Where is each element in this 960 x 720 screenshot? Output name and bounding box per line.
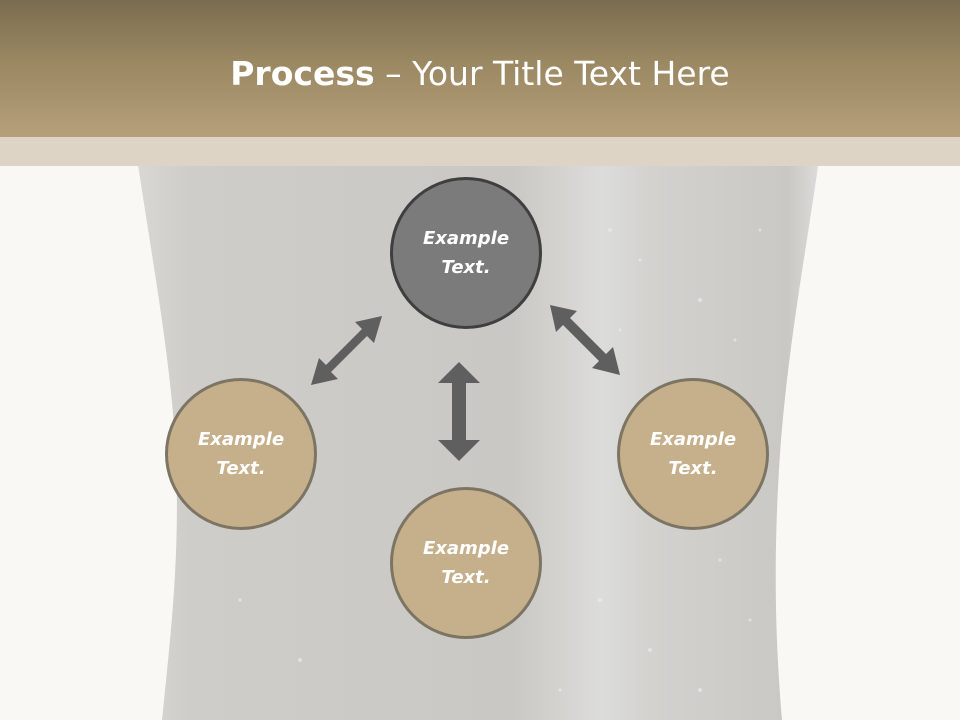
title-regular-part: – Your Title Text Here	[374, 54, 730, 93]
node-top-label: Example Text.	[422, 228, 510, 278]
title-underline-band	[0, 137, 960, 166]
node-right-label: Example Text.	[649, 429, 737, 479]
node-left-label: Example Text.	[197, 429, 285, 479]
title-bold-part: Process	[230, 54, 375, 93]
arrow-top-left	[311, 316, 382, 385]
process-node-bottom: Example Text.	[390, 487, 542, 639]
process-node-right: Example Text.	[617, 378, 769, 530]
title-bar	[0, 0, 960, 137]
node-bottom-label: Example Text.	[422, 538, 510, 588]
process-node-top: Example Text.	[390, 177, 542, 329]
arrow-top-right	[550, 305, 620, 375]
slide-title: Process – Your Title Text Here	[0, 52, 960, 96]
process-node-left: Example Text.	[165, 378, 317, 530]
arrow-vertical	[438, 362, 480, 461]
